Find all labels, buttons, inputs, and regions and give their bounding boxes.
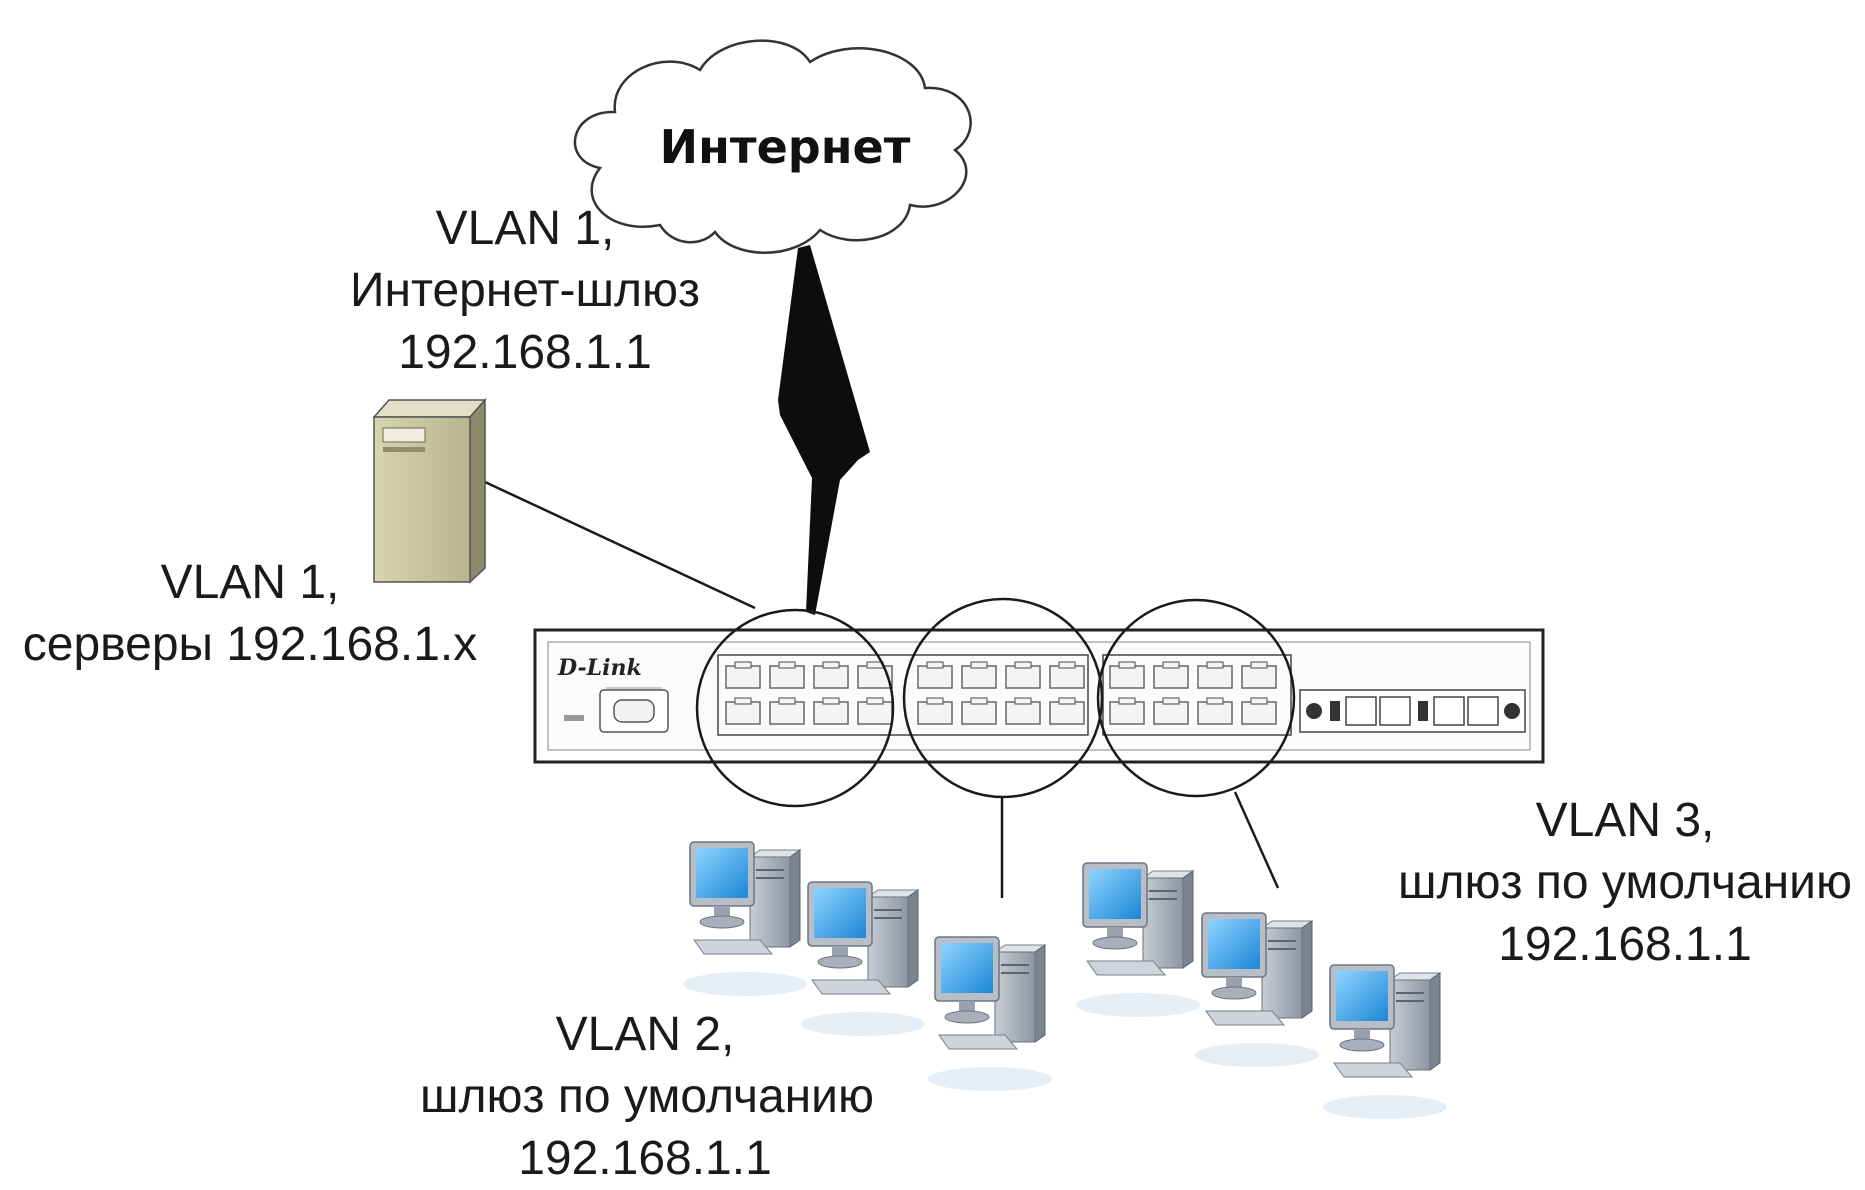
gateway-vlan-line: VLAN 1, xyxy=(435,202,615,255)
vlan3-label: VLAN 3, шлюз по умолчанию 192.168.1.1 xyxy=(1395,790,1855,976)
switch-icon: D-Link xyxy=(533,628,1545,764)
computer-icon xyxy=(1075,862,1201,1018)
lightning-bolt-icon xyxy=(778,245,870,615)
cloud-label: Интернет xyxy=(660,120,911,174)
vlan2-gateway-line: шлюз по умолчанию xyxy=(420,1070,874,1123)
computer-icon xyxy=(1194,912,1320,1068)
internet-cloud-icon: Интернет xyxy=(573,39,972,254)
servers-ip-line: серверы 192.168.1.x xyxy=(22,618,478,671)
computer-icon xyxy=(682,841,808,997)
gateway-ip-line: 192.168.1.1 xyxy=(398,326,652,379)
vlan3-workstations xyxy=(1075,862,1448,1120)
vlan1-port-group-circle xyxy=(695,608,895,808)
servers-label: VLAN 1, серверы 192.168.1.x xyxy=(5,552,495,676)
vlan3-ip-line: 192.168.1.1 xyxy=(1498,918,1752,971)
switch-brand: D-Link xyxy=(557,655,642,681)
servers-vlan-line: VLAN 1, xyxy=(160,556,340,609)
vlan2-vlan-line: VLAN 2, xyxy=(555,1008,735,1061)
vlan3-gateway-line: шлюз по умолчанию xyxy=(1398,856,1852,909)
vlan2-ip-line: 192.168.1.1 xyxy=(518,1132,772,1185)
server-icon xyxy=(372,398,487,584)
computer-icon xyxy=(927,936,1053,1092)
server-link-line xyxy=(484,480,756,610)
computer-icon xyxy=(1322,964,1448,1120)
vlan3-port-group-circle xyxy=(1096,598,1296,798)
vlan3-vlan-line: VLAN 3, xyxy=(1535,794,1715,847)
vlan2-label: VLAN 2, шлюз по умолчанию 192.168.1.1 xyxy=(420,1004,874,1190)
vlan3-link-line xyxy=(1233,791,1280,889)
gateway-name-line: Интернет-шлюз xyxy=(350,264,700,317)
gateway-label: VLAN 1, Интернет-шлюз 192.168.1.1 xyxy=(340,198,710,384)
